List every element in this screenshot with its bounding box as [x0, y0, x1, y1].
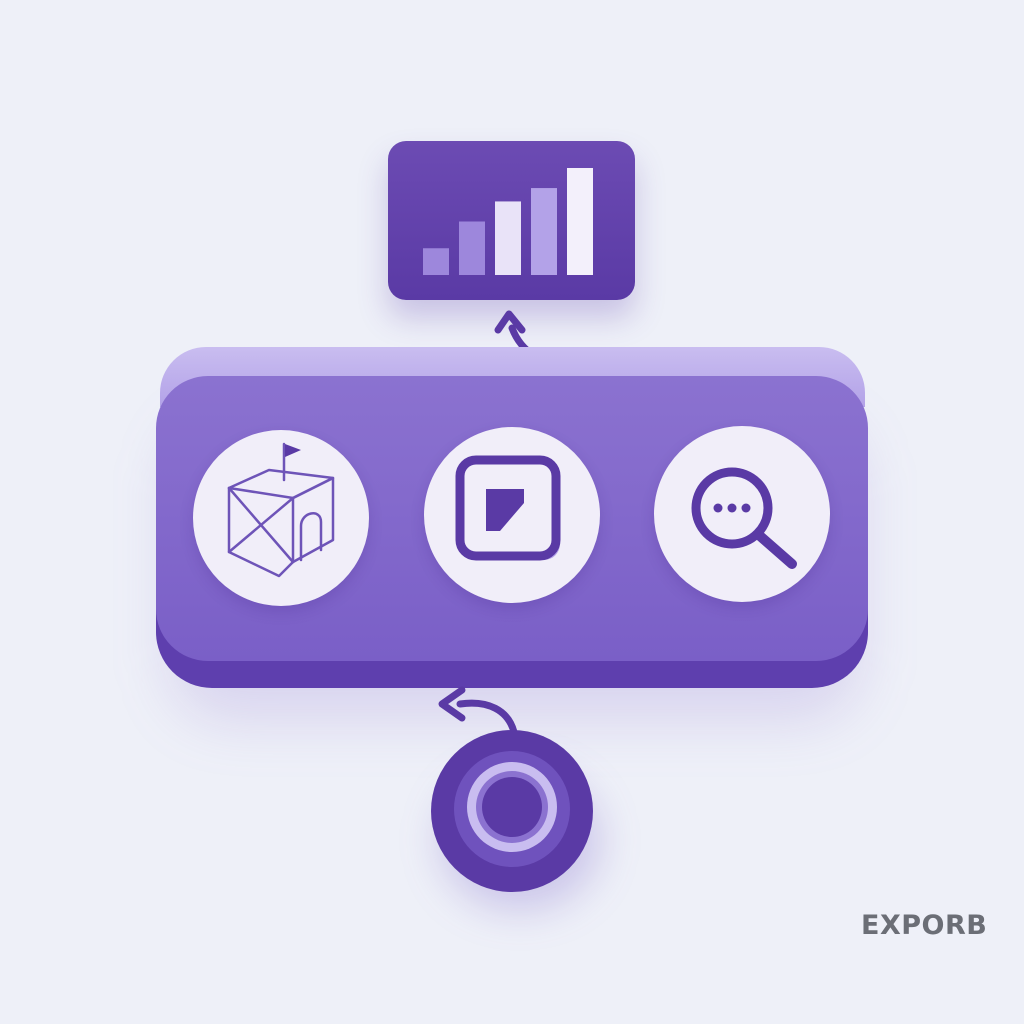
search-chat-icon	[691, 467, 797, 569]
tent-flag-icon	[227, 442, 335, 578]
icon-circle-middle[interactable]	[424, 427, 600, 603]
chart-bar	[495, 201, 521, 275]
icon-circle-left[interactable]	[193, 430, 369, 606]
chart-bar	[423, 248, 449, 275]
chart-bar	[567, 168, 593, 275]
watermark-logo: EXPORB	[861, 910, 988, 941]
chart-bar	[531, 188, 557, 275]
play-square-icon	[455, 455, 561, 561]
curved-arrow-icon	[438, 686, 518, 736]
target-icon[interactable]	[430, 729, 594, 893]
icon-circle-right[interactable]	[654, 426, 830, 602]
bar-chart-icon	[423, 168, 593, 275]
chart-card	[388, 141, 635, 300]
chart-bar	[459, 221, 485, 275]
